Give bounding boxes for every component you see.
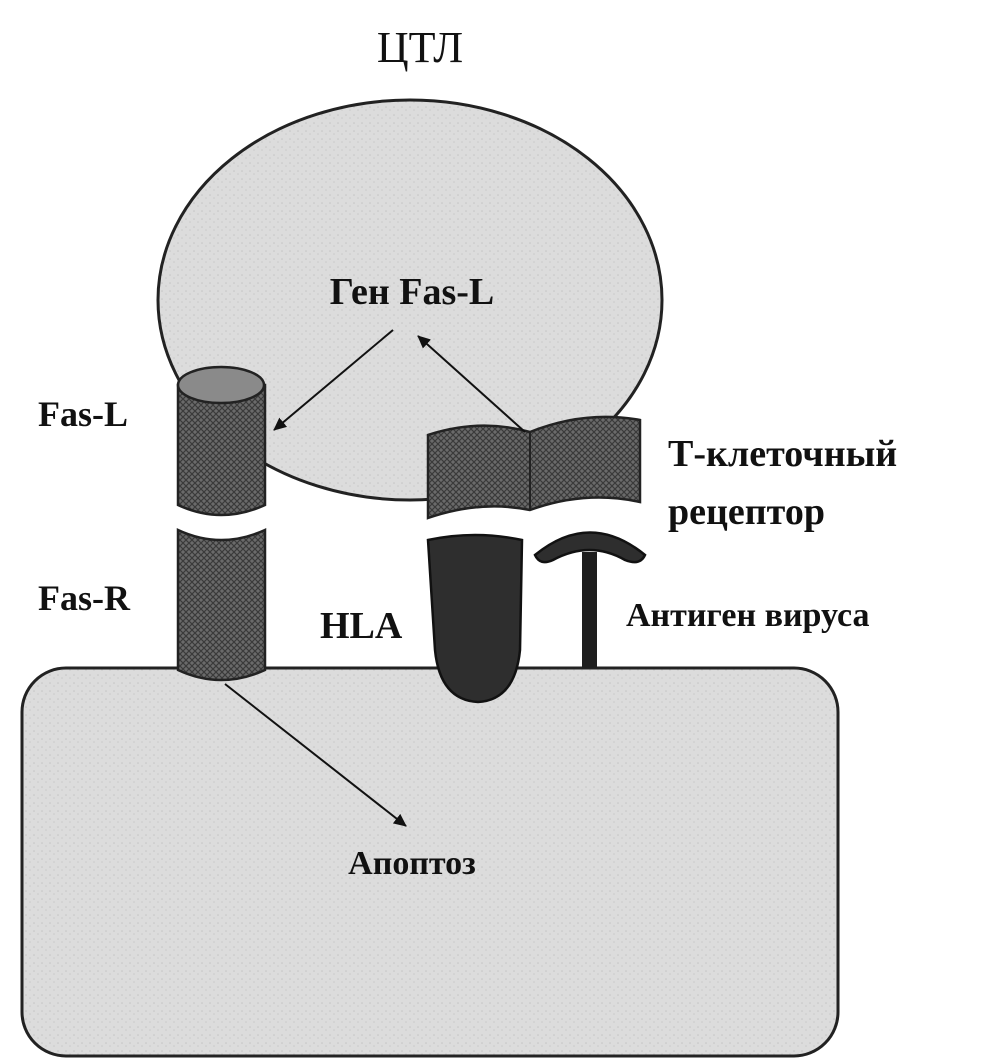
fas-l-cylinder <box>178 367 265 515</box>
label-fas-l: Fas-L <box>38 394 128 434</box>
title-ctl: ЦТЛ <box>377 23 463 72</box>
label-viral-antigen: Антиген вируса <box>626 597 869 634</box>
label-tcr-line1: Т-клеточный <box>668 433 897 475</box>
label-apoptosis: Апоптоз <box>348 845 476 882</box>
label-tcr-line2: рецептор <box>668 491 825 533</box>
label-gene-fas-l: Ген Fas-L <box>330 271 495 313</box>
fas-r-cylinder <box>178 530 265 680</box>
t-cell-receptor-shape <box>428 417 640 518</box>
hla-molecule <box>428 535 522 702</box>
label-fas-r: Fas-R <box>38 578 131 618</box>
label-hla: HLA <box>320 605 403 647</box>
